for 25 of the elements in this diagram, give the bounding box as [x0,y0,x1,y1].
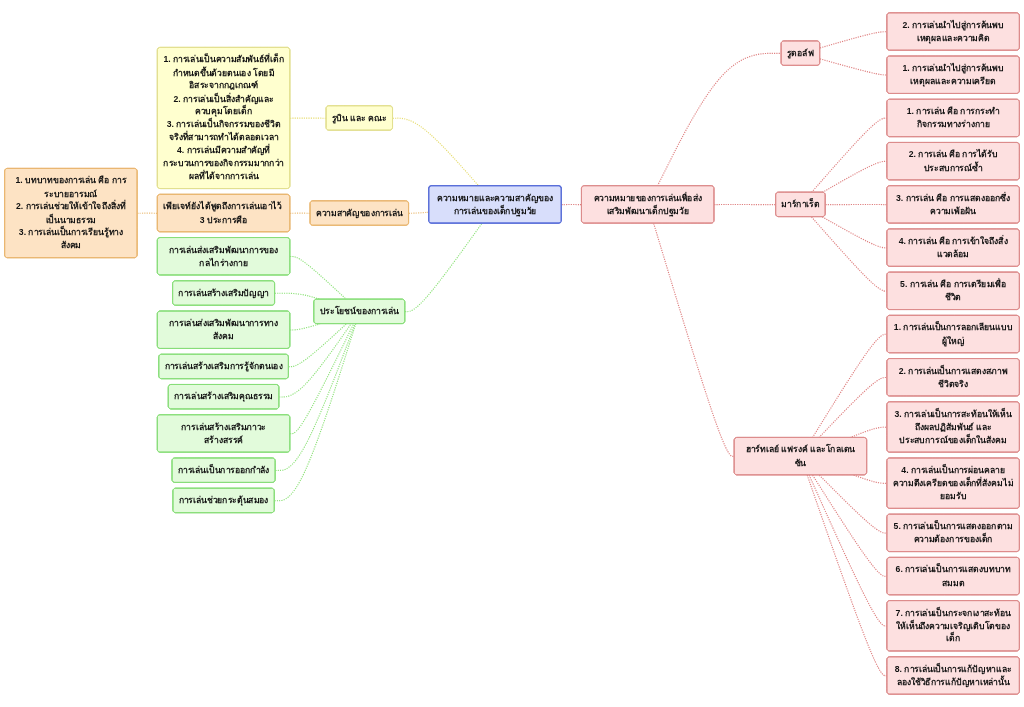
connector [808,474,888,627]
connector [289,117,327,119]
connector [274,323,357,502]
connector [289,255,347,300]
connector [274,323,356,472]
connector [653,222,735,457]
connector [824,203,888,206]
connector [818,376,888,439]
connector [810,216,888,292]
connector [811,333,888,439]
connector [656,52,782,187]
connector [821,216,888,249]
connector [289,323,355,435]
connector [806,474,888,677]
connector [818,474,888,534]
connector [278,323,352,398]
connector [404,222,483,313]
connector [812,474,888,577]
connector [136,212,159,214]
connector [289,323,321,331]
connector [288,323,347,368]
connector [821,160,888,193]
connector [289,212,311,214]
connector [392,117,480,187]
connector [561,203,583,206]
